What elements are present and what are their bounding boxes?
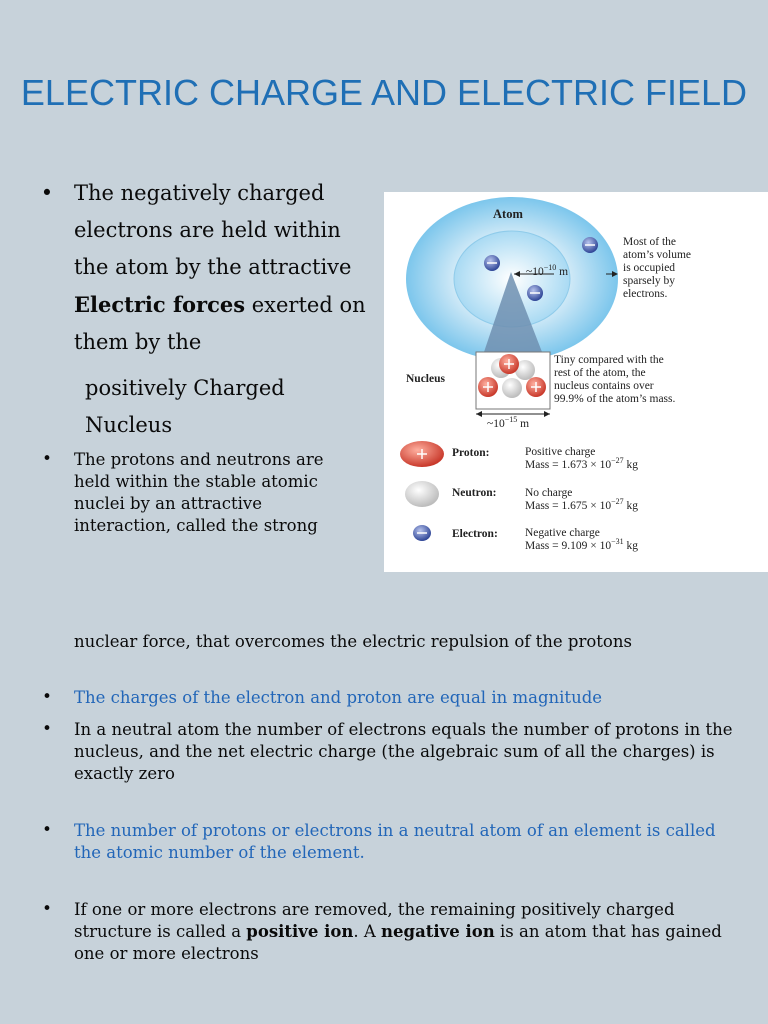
legend-proton-mass-exp: −27 <box>611 456 624 466</box>
paragraph-2: The protons and neutrons are held within… <box>74 449 374 537</box>
legend-proton-mass: Mass = 1.673 × 10−27 kg <box>525 456 639 472</box>
legend-proton-name: Proton: <box>452 447 490 459</box>
p6-text-1: If one or more electrons are removed, th… <box>74 900 675 941</box>
atom-diagram-graphic <box>400 197 618 541</box>
p1-line-3: the atom by the attractive <box>74 255 352 279</box>
nucleus-arrowhead-left <box>476 411 482 417</box>
bullet-4: • <box>42 719 52 738</box>
nucleus-note-line-4: 99.9% of the atom’s mass. <box>554 393 676 405</box>
p1-line-1: The negatively charged <box>74 181 325 205</box>
nucleus-size-label: ~10−15 m <box>487 415 530 431</box>
paragraph-1-indent: positively Charged Nucleus <box>85 370 365 444</box>
electron-2 <box>582 237 598 253</box>
atom-diagram: Atom ~10−10 m Most of the atom’s volume … <box>384 192 768 572</box>
legend-neutron-desc: No charge <box>525 487 573 499</box>
legend-electron-detail: Negative charge Mass = 9.109 × 10−31 kg <box>525 527 638 553</box>
nucleus-note-line-2: rest of the atom, the <box>554 367 646 379</box>
nucleus-note-line-3: nucleus contains over <box>554 380 654 392</box>
legend-electron-mass-value: Mass = 9.109 × 10 <box>525 540 612 552</box>
nucleus-size-exponent: −15 <box>504 415 518 425</box>
legend-neutron-mass-value: Mass = 1.675 × 10 <box>525 500 612 512</box>
bullet-5: • <box>42 820 52 839</box>
legend-neutron-detail: No charge Mass = 1.675 × 10−27 kg <box>525 487 638 513</box>
bullet-6: • <box>42 899 52 918</box>
zoom-cone <box>484 272 542 352</box>
electron-icon <box>413 525 431 541</box>
legend-proton-detail: Positive charge Mass = 1.673 × 10−27 kg <box>525 446 638 472</box>
paragraph-1: The negatively charged electrons are hel… <box>74 175 374 361</box>
neutron-icon <box>405 481 439 507</box>
p1-line-2: electrons are held within <box>74 218 341 242</box>
nucleus-arrowhead-right <box>544 411 550 417</box>
p6-text-3: is an atom that has gained one or more e… <box>74 922 722 963</box>
p1-line-5: them by the <box>74 330 202 354</box>
atom-note-line-5: electrons. <box>623 288 668 300</box>
legend-electron-desc: Negative charge <box>525 527 600 539</box>
legend-neutron-mass: Mass = 1.675 × 10−27 kg <box>525 497 639 513</box>
atom-label: Atom <box>493 207 523 221</box>
legend-electron-mass-exp: −31 <box>611 537 624 547</box>
bullet-2: • <box>42 449 52 468</box>
atom-size-exponent: −10 <box>543 263 557 273</box>
p2-line-2: held within the stable atomic <box>74 472 318 491</box>
legend-proton-mass-value: Mass = 1.673 × 10 <box>525 459 612 471</box>
paragraph-5: The number of protons or electrons in a … <box>74 821 716 862</box>
negative-ion-bold: negative ion <box>381 922 495 941</box>
atom-size-value: ~10 <box>526 266 544 278</box>
atom-size-arrowhead <box>514 271 520 277</box>
nucleus-size-unit: m <box>517 418 530 430</box>
atom-note-line-3: is occupied <box>623 262 676 274</box>
atom-note-line-1: Most of the <box>623 236 677 248</box>
paragraph-4: In a neutral atom the number of electron… <box>74 720 733 783</box>
page-title: ELECTRIC CHARGE AND ELECTRIC FIELD <box>20 72 748 113</box>
electric-forces-bold: Electric forces <box>74 292 246 317</box>
bullet-1: • <box>40 181 54 205</box>
bullet-3: • <box>42 687 52 706</box>
atom-note-line-2: atom’s volume <box>623 249 692 261</box>
p2-line-1: The protons and neutrons are <box>74 450 324 469</box>
electron-1 <box>484 255 500 271</box>
nucleus-label: Nucleus <box>406 373 445 385</box>
p2-line-3: nuclei by an attractive <box>74 494 262 513</box>
legend-neutron-mass-exp: −27 <box>611 497 624 507</box>
nucleus-particles <box>478 354 546 398</box>
legend-electron-name: Electron: <box>452 528 498 540</box>
positive-ion-bold: positive ion <box>246 922 354 941</box>
p2-line-4: interaction, called the strong <box>74 516 318 535</box>
nucleus-size-value: ~10 <box>487 418 505 430</box>
proton-icon <box>400 441 444 467</box>
p1-indent-line-2: Nucleus <box>85 413 173 437</box>
legend-neutron-mass-unit: kg <box>623 500 639 512</box>
electron-3 <box>527 285 543 301</box>
legend-proton-mass-unit: kg <box>623 459 639 471</box>
legend-proton-desc: Positive charge <box>525 446 596 458</box>
paragraph-6: If one or more electrons are removed, th… <box>74 899 754 965</box>
atom-note-line-4: sparsely by <box>623 275 676 287</box>
p1-line-4: Electric forces exerted on <box>74 286 374 324</box>
p1-indent-line-1: positively Charged <box>85 376 285 400</box>
atom-size-label: ~10−10 m <box>526 263 569 279</box>
nucleus-note: Tiny compared with the rest of the atom,… <box>554 354 675 406</box>
atom-note: Most of the atom’s volume is occupied sp… <box>623 236 691 301</box>
paragraph-3: The charges of the electron and proton a… <box>74 688 603 707</box>
p1-after-bold: exerted on <box>245 293 366 317</box>
p6-text-2: . A <box>353 922 382 941</box>
legend-electron-mass-unit: kg <box>623 540 639 552</box>
p2-continuation: nuclear force, that overcomes the electr… <box>74 632 632 651</box>
atom-size-unit: m <box>556 266 569 278</box>
legend-electron-mass: Mass = 9.109 × 10−31 kg <box>525 537 639 553</box>
atom-size-arrowhead-right <box>612 271 618 277</box>
legend-neutron-name: Neutron: <box>452 487 497 499</box>
nucleus-note-line-1: Tiny compared with the <box>554 354 664 366</box>
